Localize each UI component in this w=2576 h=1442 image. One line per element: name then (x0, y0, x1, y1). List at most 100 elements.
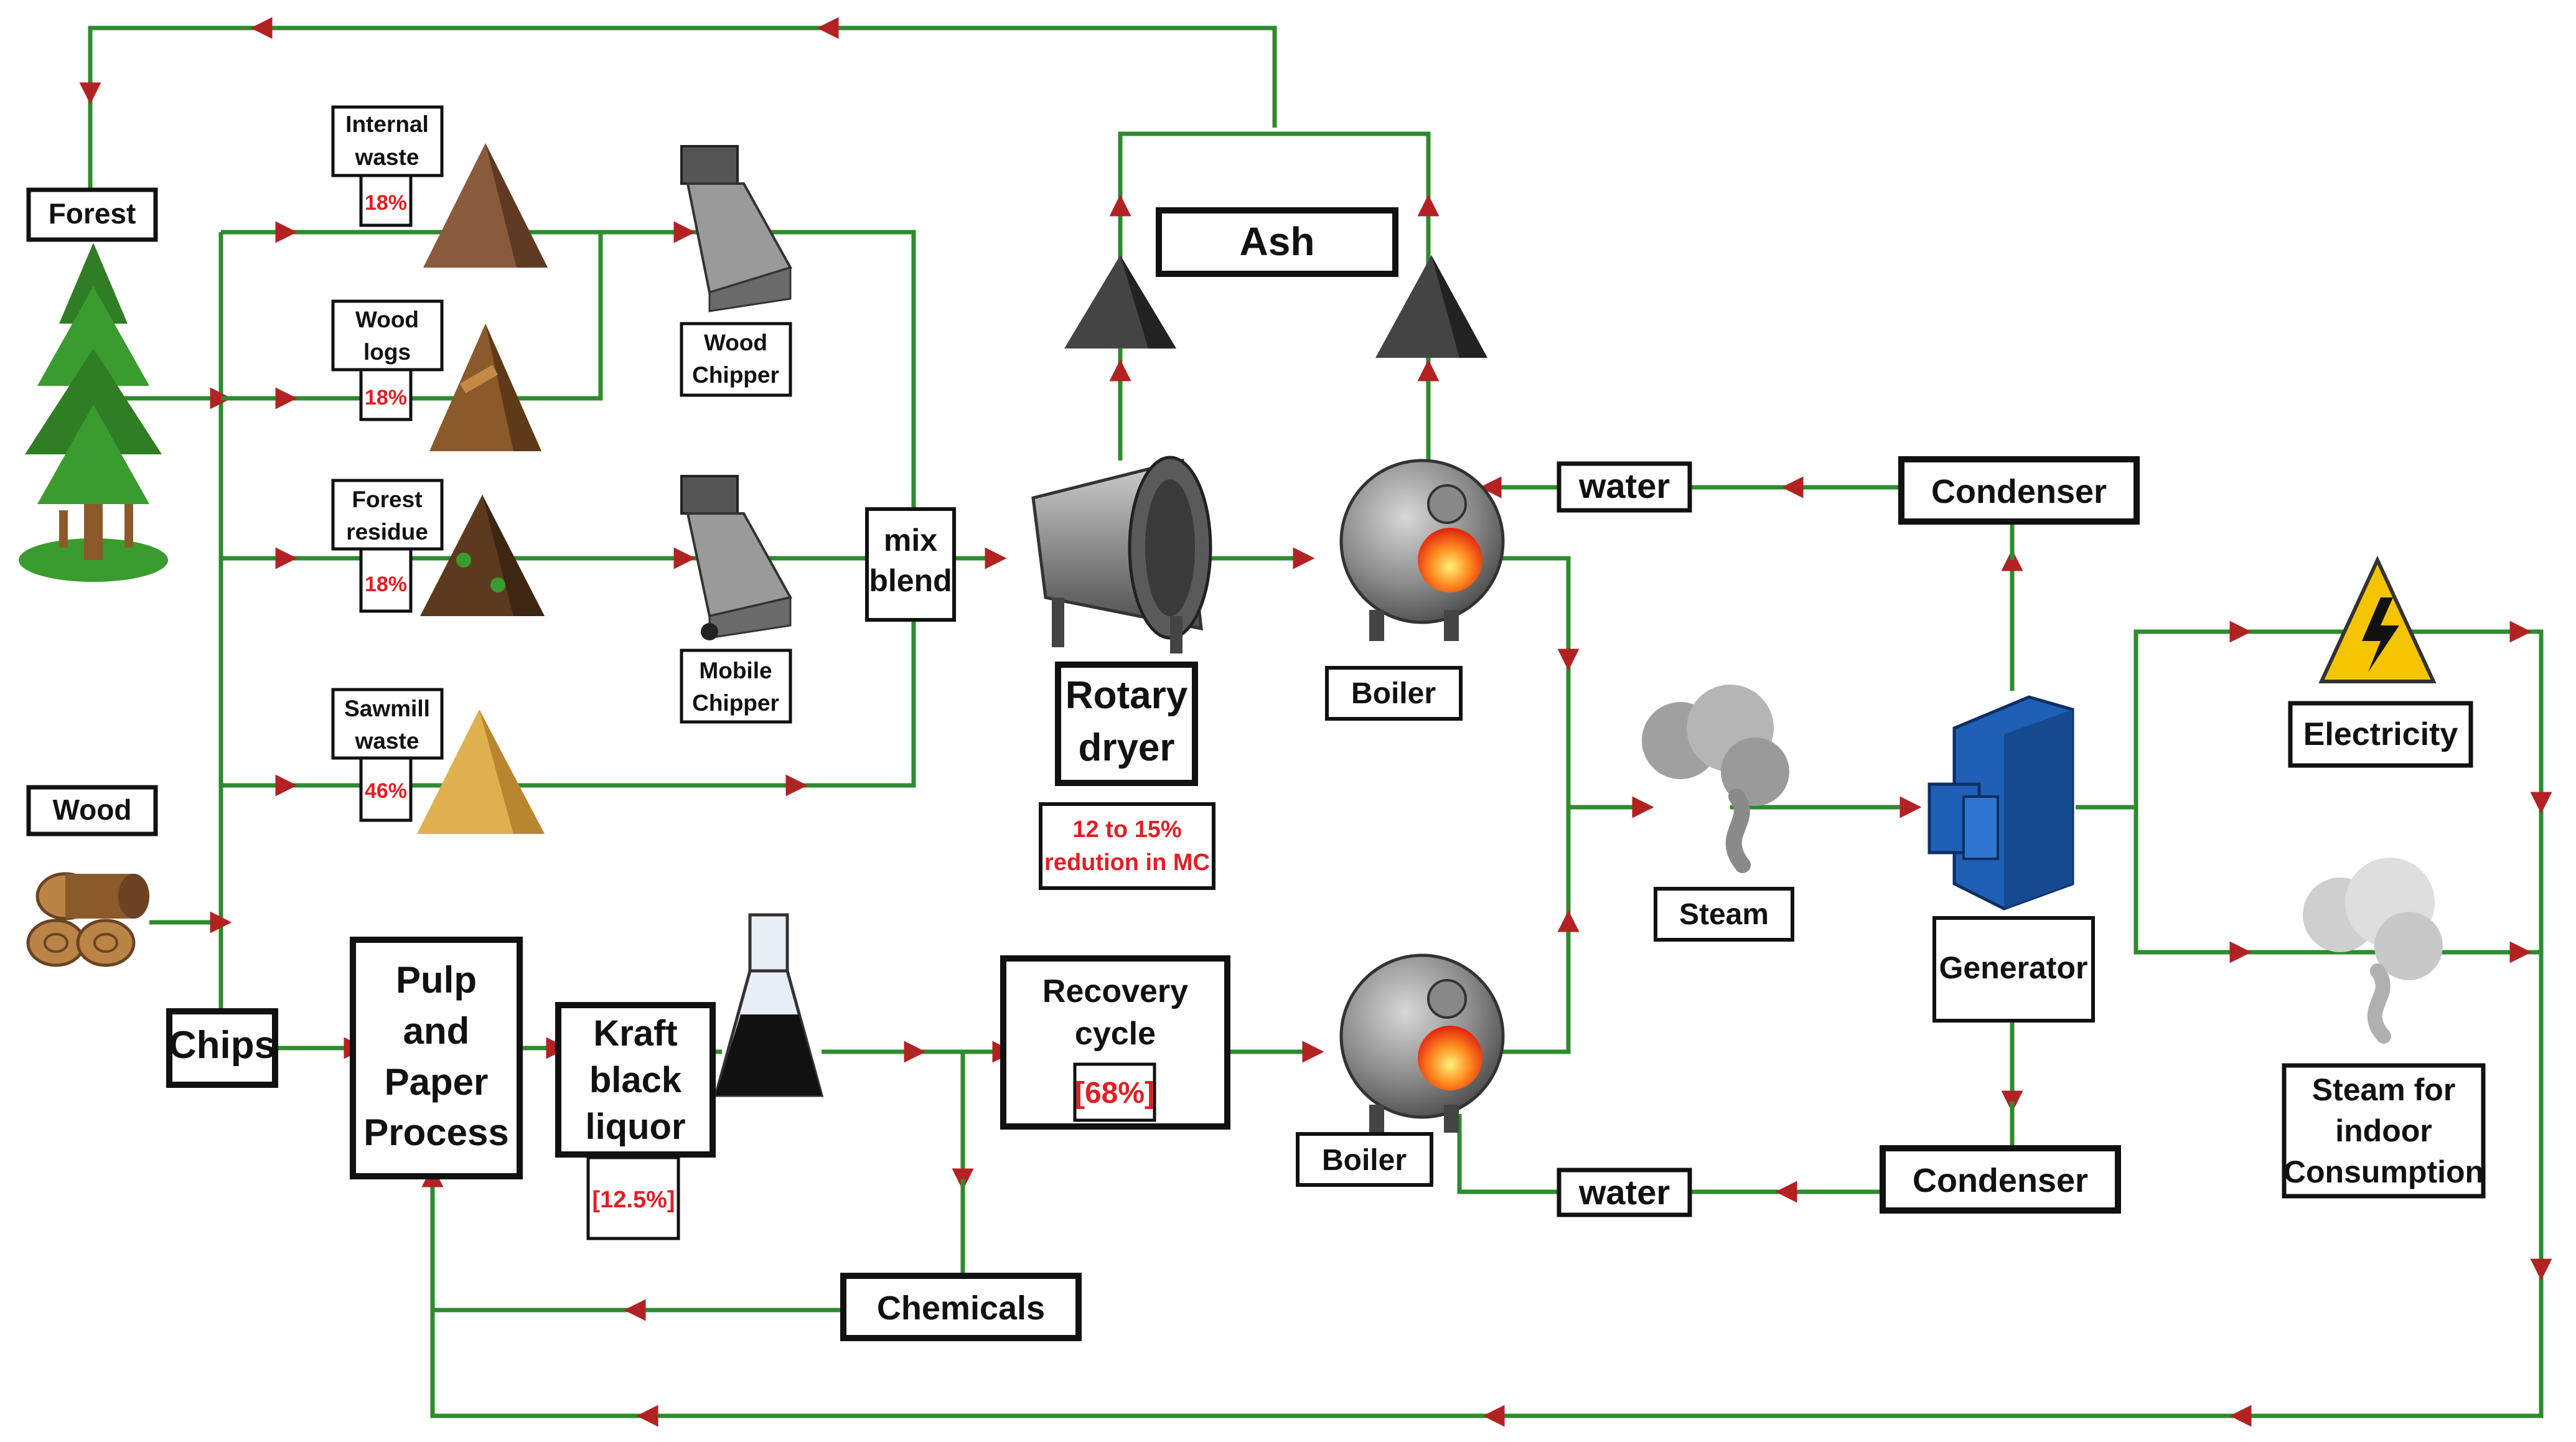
steam-indoor-line2: indoor (2335, 1113, 2432, 1148)
chips-label: Chips (169, 1024, 276, 1067)
electricity-box: Electricity (2288, 701, 2473, 768)
steam-label: Steam (1679, 898, 1769, 931)
steam-cloud-icon (1642, 685, 1789, 873)
wood-chipper-label-line2: Chipper (692, 362, 779, 388)
pipe-boiler-top-out (1469, 556, 1571, 1054)
mix-blend-box: mix blend (865, 507, 956, 622)
steam-indoor-line1: Steam for (2312, 1072, 2456, 1107)
rotary-dryer-line1: Rotary (1066, 674, 1188, 717)
pipe-internal-waste (221, 230, 916, 510)
feedstock-sawmill-waste: Sawmill waste 46% (331, 688, 444, 822)
boiler-icon-top (1339, 459, 1505, 641)
ash-pile-icon-right (1375, 255, 1487, 358)
feedstock-internal-waste: Internal waste 18% (331, 105, 444, 227)
condenser-bottom-label: Condenser (1913, 1162, 2088, 1199)
pile-icon-sawmill-waste (417, 709, 545, 834)
ash-pile-icon-left (1064, 255, 1176, 349)
forest-label: Forest (49, 197, 136, 230)
water-top-label: water (1578, 466, 1670, 505)
wood-chipper-label-line1: Wood (704, 330, 767, 355)
kraft-box: Kraft black liquor (555, 1002, 716, 1158)
mobile-chipper-box: Mobile Chipper (680, 648, 792, 724)
pulp-paper-box: Pulp and Paper Process (350, 937, 523, 1179)
rotary-dryer-note: 12 to 15% redution in MC (1039, 802, 1215, 890)
kraft-value: [12.5%] (592, 1187, 675, 1213)
rotary-dryer-note-line1: 12 to 15% (1072, 817, 1181, 843)
feedstock-label-line2: waste (355, 144, 419, 170)
pipe-ash-return (88, 26, 1277, 193)
rotary-dryer-note-line2: redution in MC (1044, 850, 1210, 876)
flask-icon (713, 913, 824, 1097)
steam-box: Steam (1654, 887, 1794, 942)
condenser-bottom-box: Condenser (1880, 1145, 2121, 1214)
mix-blend-line2: blend (869, 563, 952, 598)
high-voltage-icon (2318, 555, 2437, 683)
rotary-dryer-box: Rotary dryer (1055, 662, 1198, 786)
tree-icon (19, 243, 168, 582)
pulp-line4: Process (363, 1112, 509, 1153)
generator-icon (1927, 695, 2074, 911)
condenser-top-label: Condenser (1931, 473, 2107, 510)
feedstock-label-line1: Wood (355, 307, 419, 332)
feedstock-label-line2: logs (363, 339, 411, 365)
boiler-top-label: Boiler (1351, 677, 1436, 710)
water-top-box: water (1557, 461, 1692, 513)
pulp-line2: and (403, 1010, 470, 1052)
mobile-chipper-label-line1: Mobile (699, 658, 772, 683)
chemicals-box: Chemicals (840, 1273, 1082, 1341)
pulp-line3: Paper (385, 1061, 489, 1103)
mobile-chipper-label-line2: Chipper (692, 690, 779, 716)
logs-icon (26, 872, 149, 967)
kraft-line1: Kraft (593, 1013, 677, 1054)
chipper-icon-wood (680, 145, 792, 312)
generator-box: Generator (1932, 916, 2095, 1023)
pipe-wood-logs (221, 232, 603, 401)
ash-label: Ash (1240, 219, 1315, 264)
boiler-icon-bottom (1339, 953, 1505, 1133)
feedstock-wood-logs: Wood logs 18% (331, 299, 444, 421)
electricity-label: Electricity (2303, 716, 2458, 752)
recovery-line2: cycle (1075, 1016, 1156, 1052)
feedstock-label-line1: Sawmill (344, 696, 430, 721)
feedstock-forest-residue: Forest residue 18% (331, 479, 444, 613)
pipe-ash-loop (1118, 131, 1431, 461)
boiler-bottom-box: Boiler (1296, 1132, 1433, 1187)
water-bottom-label: water (1578, 1173, 1670, 1212)
dryer-icon (1031, 456, 1212, 653)
pipe-water-bottom (1457, 1114, 1883, 1194)
chipper-icon-mobile (680, 475, 793, 640)
pipes (79, 17, 2552, 1427)
feedstock-share: 46% (365, 779, 407, 803)
feedstock-label-line2: residue (346, 519, 428, 545)
wood-box: Wood (26, 785, 158, 836)
kraft-line2: black (589, 1060, 682, 1100)
feedstock-share: 18% (365, 573, 407, 596)
wood-label: Wood (53, 794, 132, 826)
pulp-line1: Pulp (396, 959, 477, 1001)
feedstock-share: 18% (365, 386, 407, 410)
kraft-value-box: [12.5%] (586, 1156, 680, 1240)
chemicals-label: Chemicals (877, 1290, 1045, 1327)
pile-icon-internal-waste (423, 143, 548, 268)
feedstock-label-line1: Internal (345, 111, 429, 137)
rotary-dryer-line2: dryer (1078, 726, 1174, 769)
recovery-value: [68%] (1075, 1077, 1155, 1110)
kraft-line3: liquor (585, 1107, 685, 1147)
generator-label: Generator (1939, 950, 2088, 985)
chips-box: Chips (166, 1008, 278, 1088)
ash-box: Ash (1156, 207, 1398, 277)
recovery-box: Recovery cycle [68%] (1000, 955, 1230, 1130)
pile-icon-wood-logs (429, 324, 541, 451)
wood-chipper-box: Wood Chipper (680, 322, 792, 397)
feedstock-label-line2: waste (355, 728, 419, 754)
pipe-sawmill-waste (221, 597, 916, 788)
mix-blend-line1: mix (884, 523, 937, 558)
feedstock-share: 18% (365, 191, 407, 215)
steam-indoor-line3: Consumption (2283, 1154, 2484, 1189)
steam-indoor-box: Steam for indoor Consumption (2282, 1063, 2486, 1199)
boiler-top-box: Boiler (1325, 666, 1463, 721)
water-bottom-box: water (1557, 1168, 1692, 1217)
feedstock-label-line1: Forest (352, 487, 422, 512)
recovery-line1: Recovery (1042, 973, 1188, 1009)
